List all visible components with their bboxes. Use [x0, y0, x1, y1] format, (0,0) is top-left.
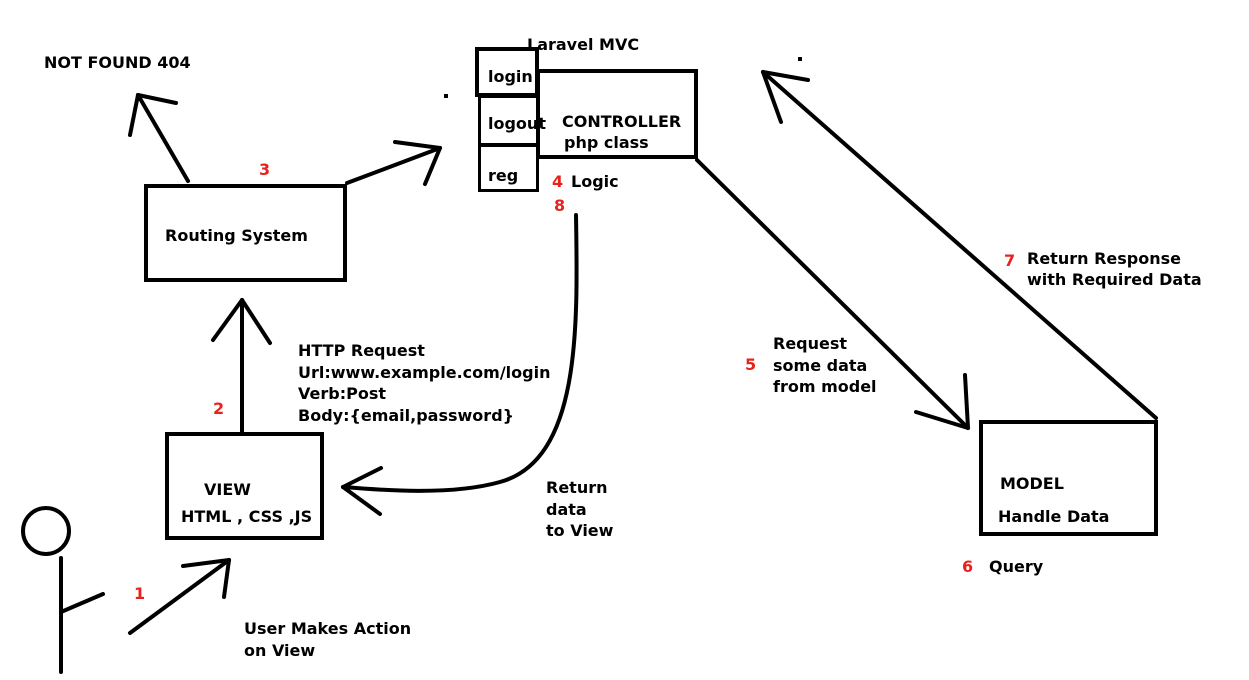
- model-box: [979, 420, 1158, 536]
- request-model-line: Request: [773, 334, 848, 353]
- user-to-view-arrowhead-bottom: [222, 558, 231, 599]
- return-data-line: data: [546, 500, 587, 519]
- step-5: 5: [745, 355, 757, 374]
- step-7: 7: [1004, 251, 1016, 270]
- http-request-line: Body:{email,password}: [298, 406, 515, 425]
- controller-title: CONTROLLER: [562, 112, 682, 131]
- user-to-view-arrowhead-top: [181, 558, 231, 568]
- controller-to-model-arrowhead-left: [914, 410, 970, 430]
- view-to-routing-arrowhead-right: [240, 298, 272, 345]
- not-found-arrow: [136, 93, 190, 183]
- step-1: 1: [134, 584, 146, 603]
- model-title: MODEL: [1000, 474, 1064, 493]
- stray-dot: [444, 94, 448, 98]
- view-subtitle: HTML , CSS ,JS: [181, 507, 313, 526]
- step-4: 4: [552, 172, 564, 191]
- model-subtitle: Handle Data: [998, 507, 1110, 526]
- user-arm: [59, 592, 105, 614]
- model-to-controller-arrow: [761, 70, 1158, 420]
- step-8: 8: [554, 196, 566, 215]
- model-to-controller-arrowhead-right: [761, 70, 810, 82]
- method-reg-box: [478, 144, 539, 192]
- user-action-line: on View: [244, 641, 316, 660]
- routing-to-controller-arrow: [345, 146, 442, 185]
- return-data-line: Return: [546, 478, 608, 497]
- step-2: 2: [213, 399, 225, 418]
- routing-system-label: Routing System: [165, 226, 308, 245]
- not-found-arrowhead-left: [128, 93, 140, 137]
- return-response-line: Return Response: [1027, 249, 1181, 268]
- request-model-line: from model: [773, 377, 877, 396]
- stray-dot: [798, 57, 802, 61]
- controller-to-view-return-curve: [341, 213, 579, 493]
- model-to-controller-arrowhead-bottom: [761, 70, 783, 124]
- not-found-arrowhead-right: [136, 93, 178, 105]
- request-model-line: some data: [773, 356, 868, 375]
- view-box: [165, 432, 324, 540]
- http-request-line: Verb:Post: [298, 384, 386, 403]
- http-request-line: HTTP Request: [298, 341, 425, 360]
- logic-label: Logic: [571, 172, 619, 191]
- return-arrowhead-top: [341, 466, 383, 489]
- routing-to-controller-arrowhead-bottom: [423, 146, 442, 186]
- method-reg-label: reg: [488, 166, 519, 185]
- return-arrowhead-bottom: [341, 485, 382, 516]
- user-to-view-arrow: [128, 558, 231, 635]
- user-action-line: User Makes Action: [244, 619, 412, 638]
- http-request-line: Url:www.example.com/login: [298, 363, 551, 382]
- view-title: VIEW: [204, 480, 251, 499]
- step-6: 6: [962, 557, 974, 576]
- return-data-line: to View: [546, 521, 614, 540]
- controller-to-model-arrowhead-top: [963, 373, 970, 430]
- diagram-title: Laravel MVC: [527, 35, 640, 54]
- controller-to-model-arrow: [695, 158, 970, 430]
- routing-system-box: [144, 184, 347, 282]
- not-found-label: NOT FOUND 404: [44, 53, 191, 72]
- query-label: Query: [989, 557, 1044, 576]
- user-head-icon: [21, 506, 71, 556]
- routing-to-controller-arrowhead-top: [393, 140, 442, 150]
- controller-subtitle: php class: [564, 133, 649, 152]
- method-login-label: login: [488, 67, 533, 86]
- step-3: 3: [259, 160, 271, 179]
- method-logout-label: logout: [488, 114, 546, 133]
- return-response-line: with Required Data: [1027, 270, 1202, 289]
- view-to-routing-arrowhead-left: [211, 298, 244, 342]
